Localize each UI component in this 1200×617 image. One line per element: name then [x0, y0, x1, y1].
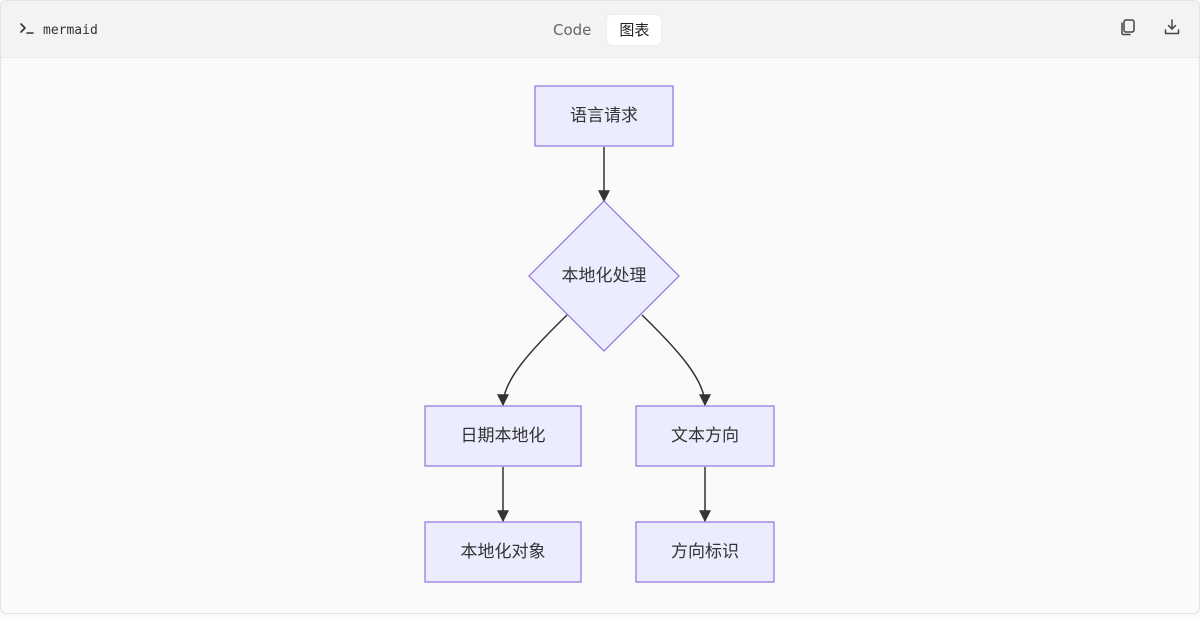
process-box [424, 521, 582, 583]
node-e: 本地化对象 [424, 521, 582, 583]
tab-code[interactable]: Code [553, 21, 592, 39]
copy-icon [1119, 18, 1137, 40]
node-b: 本地化处理 [528, 200, 680, 352]
download-icon [1163, 18, 1181, 40]
decision-shape [528, 200, 680, 352]
node-label: 语言请求 [570, 106, 638, 126]
view-tabs: Code 图表 [541, 14, 662, 46]
copy-button[interactable] [1116, 17, 1140, 41]
tab-diagram[interactable]: 图表 [607, 15, 662, 45]
node-f: 方向标识 [635, 521, 775, 583]
language-label: mermaid [19, 19, 98, 41]
edge-b-to-c [497, 314, 568, 407]
node-label: 本地化对象 [461, 542, 546, 562]
node-label: 文本方向 [671, 426, 739, 446]
node-a: 语言请求 [534, 85, 674, 147]
node-label: 方向标识 [671, 542, 739, 562]
process-box [635, 521, 775, 583]
node-c: 日期本地化 [424, 405, 582, 467]
terminal-prompt-icon [19, 21, 35, 39]
process-box [635, 405, 775, 467]
node-d: 文本方向 [635, 405, 775, 467]
node-label: 日期本地化 [461, 426, 546, 446]
language-name: mermaid [43, 22, 98, 38]
node-label: 本地化处理 [562, 266, 647, 286]
process-box [424, 405, 582, 467]
edge-b-to-d [641, 314, 711, 407]
code-block-toolbar: mermaid Code 图表 [1, 1, 1199, 58]
download-button[interactable] [1160, 17, 1184, 41]
process-box [534, 85, 674, 147]
diagram-canvas: 语言请求本地化处理日期本地化 文本方向本地化对象 方向标识 [1, 58, 1199, 613]
